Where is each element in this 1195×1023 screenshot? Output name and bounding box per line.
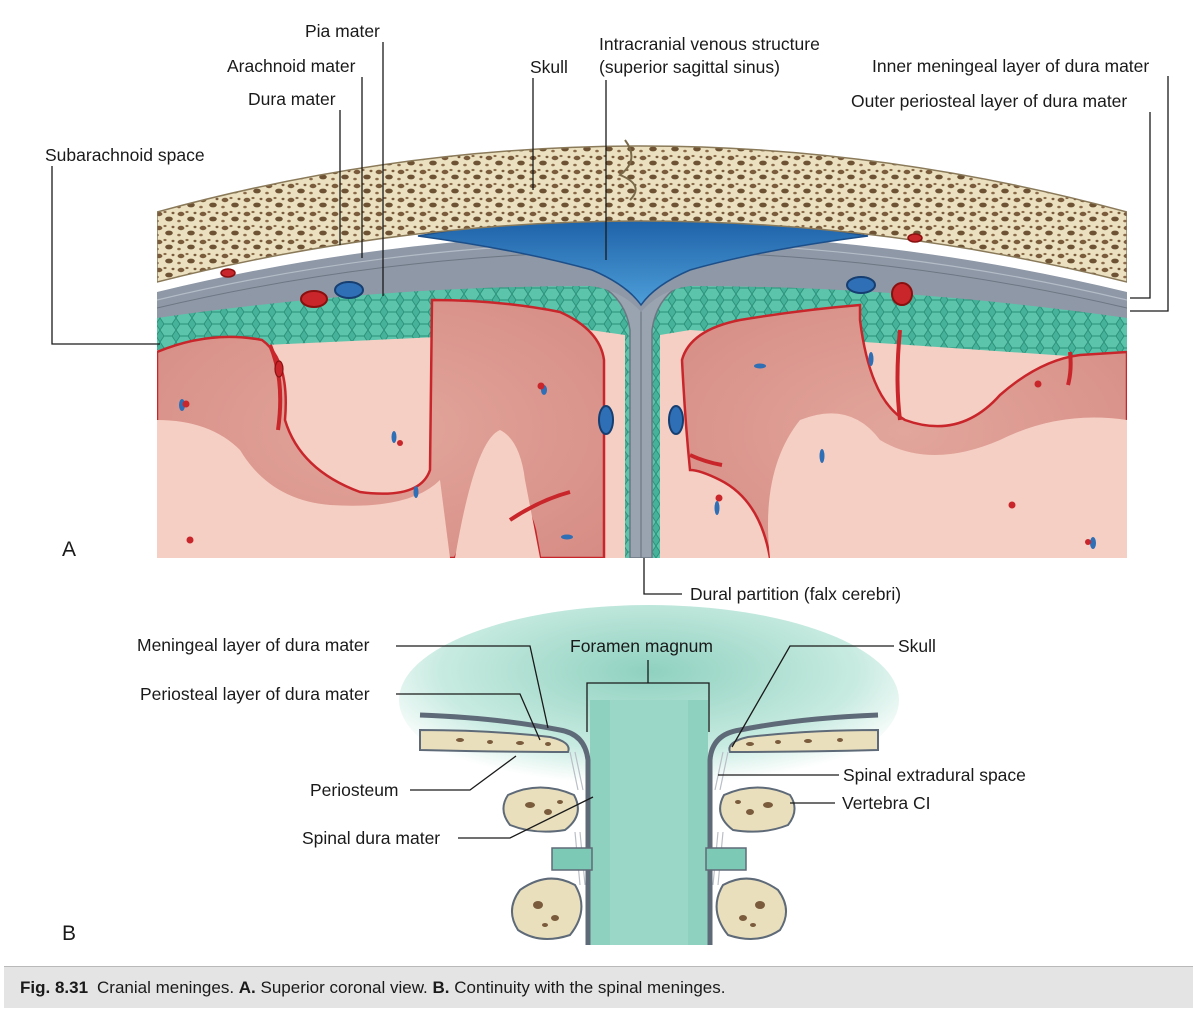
label-spinal-dura-mater: Spinal dura mater (302, 828, 441, 848)
vessel-small-6 (754, 363, 766, 369)
vessel-vein-2 (846, 276, 876, 294)
leader-meningeal-b (396, 645, 549, 729)
vessel-small-4 (413, 486, 419, 498)
caption-fig-number: Fig. 8.31 (20, 977, 89, 997)
label-periosteum: Periosteum (310, 780, 399, 800)
panel-a-letter: A (62, 538, 77, 561)
label-skull-b: Skull (898, 636, 936, 656)
sulcus-right-2 (689, 453, 723, 467)
leader-periosteum (410, 755, 517, 791)
sulcus-right (895, 329, 902, 421)
label-spinal-extradural-space: Spinal extradural space (843, 765, 1026, 785)
vessel-artery (300, 290, 328, 308)
label-falx-cerebri: Dural partition (falx cerebri) (690, 584, 902, 604)
label-foramen-magnum: Foramen magnum (570, 636, 713, 656)
white-matter-left (157, 420, 450, 558)
panel-a-leader-lines (51, 42, 1169, 595)
sulcus-left-2 (508, 490, 571, 522)
label-venous-structure-line1: Intracranial venous structure (599, 34, 820, 54)
label-meningeal-layer-b: Meningeal layer of dura mater (137, 635, 370, 655)
white-matter-right (768, 413, 1127, 558)
vessel-small-11 (1090, 537, 1096, 549)
skull-bone (157, 145, 1127, 283)
spinal-band (551, 847, 593, 871)
vessel-small-5 (391, 431, 397, 443)
leader-skull-b (731, 645, 894, 748)
panel-b-letter: B (62, 922, 77, 945)
vessel-small-10 (561, 534, 573, 540)
spinal-dura-left (419, 712, 591, 945)
vessel-small-1 (274, 360, 284, 378)
vessel-vein-falx-right (668, 405, 684, 435)
leader-spinal-dura (458, 796, 594, 839)
skull-right-b (728, 728, 879, 754)
vertebra-c2-left (511, 877, 583, 940)
label-inner-meningeal-layer: Inner meningeal layer of dura mater (872, 56, 1150, 76)
leader-subarachnoid (51, 166, 160, 345)
vessel-vein-falx-left (598, 405, 614, 435)
figure-caption: Fig. 8.31 Cranial meninges. A. Superior … (4, 966, 1193, 1008)
leader-foramen (586, 660, 710, 732)
panel-b-illustration (399, 605, 899, 945)
vessel-small-8 (819, 449, 825, 463)
label-vertebra-c1: Vertebra CI (842, 793, 931, 813)
skull-suture (617, 139, 637, 201)
vessel-small-7 (868, 352, 874, 366)
sulcus-right-3 (1066, 351, 1073, 386)
label-outer-periosteal-layer: Outer periosteal layer of dura mater (851, 91, 1128, 111)
vertebra-c1-left (502, 786, 579, 833)
leader-falx (643, 558, 682, 595)
panel-a-illustration (157, 139, 1127, 558)
label-periosteal-layer-b: Periosteal layer of dura mater (140, 684, 370, 704)
leader-periosteal-b (396, 693, 541, 741)
vessel-artery-2 (891, 282, 913, 306)
skull-left-b (419, 728, 570, 754)
label-arachnoid-mater: Arachnoid mater (227, 56, 356, 76)
vessel-vein (334, 281, 364, 299)
falx-cerebri (597, 284, 683, 558)
label-pia-mater: Pia mater (305, 21, 380, 41)
vessel-artery-3 (220, 268, 236, 278)
sulcus-left (268, 344, 283, 431)
leader-inner-meningeal (1130, 76, 1169, 312)
panel-b-leader-lines (396, 645, 894, 839)
spinal-dura-right (707, 712, 879, 945)
vertebra-c2-right (715, 877, 787, 940)
vessel-small-9 (714, 501, 720, 515)
caption-text-3: Continuity with the spinal meninges. (454, 977, 726, 997)
label-dura-mater: Dura mater (248, 89, 336, 109)
caption-text-2: Superior coronal view. (260, 977, 428, 997)
label-venous-structure-line2: (superior sagittal sinus) (599, 57, 780, 77)
vessel-artery-4 (907, 233, 923, 243)
leader-outer-periosteal (1130, 112, 1151, 299)
white-matter-left-2 (455, 430, 540, 558)
label-subarachnoid-space: Subarachnoid space (45, 145, 205, 165)
label-skull-a: Skull (530, 57, 568, 77)
caption-text-1: Cranial meninges. (97, 977, 235, 997)
caption-a-letter: A. (238, 977, 256, 997)
vertebra-c1-right (719, 786, 796, 833)
caption-b-letter: B. (432, 977, 450, 997)
